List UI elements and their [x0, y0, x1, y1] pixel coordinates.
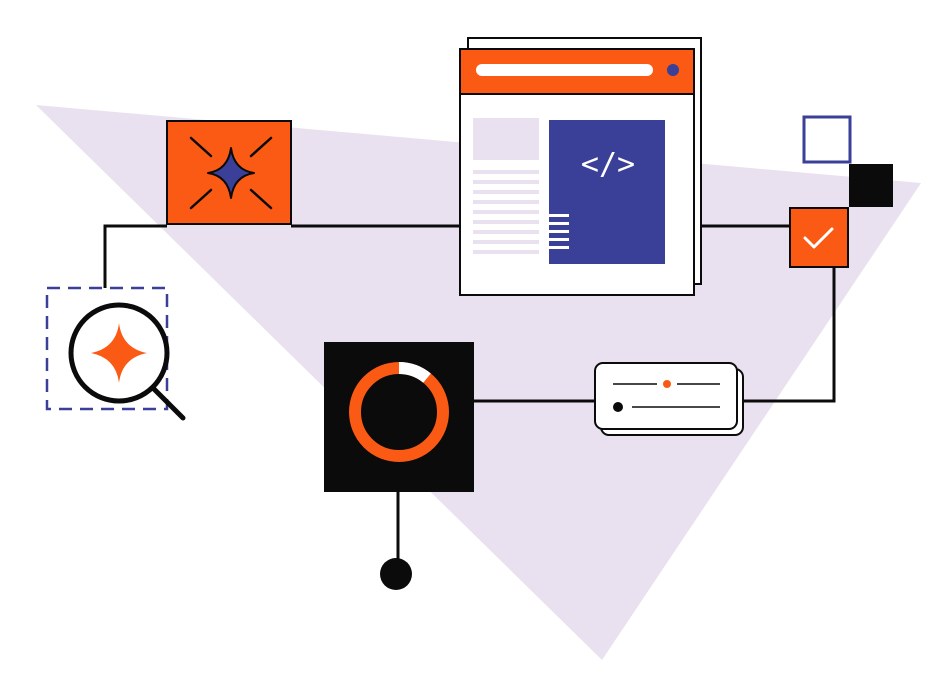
- sparkle-card: [166, 120, 292, 225]
- sparkle-rays: [189, 136, 273, 210]
- slider-card: [594, 362, 744, 436]
- progress-ring-icon: [398, 362, 431, 383]
- progress-card: [324, 342, 474, 492]
- sparkle-icon: [207, 147, 255, 199]
- slider-orange-knob: [663, 380, 671, 388]
- black-square: [849, 164, 893, 207]
- slider-black-knob: [613, 402, 623, 412]
- code-panel-lines: [549, 214, 569, 249]
- endpoint-dot: [380, 558, 412, 590]
- connector-search-to-sparkle: [103, 224, 167, 288]
- code-icon: </>: [581, 147, 635, 182]
- code-panel: [549, 120, 665, 264]
- checkbox-cluster: [789, 115, 893, 268]
- code-window-text-lines: [473, 170, 539, 254]
- connector-lines: [103, 224, 836, 570]
- slider-card-icon: [613, 380, 720, 412]
- checkmark-icon: [803, 227, 834, 249]
- magnifier-sparkle-icon: [91, 323, 147, 383]
- empty-outline-square: [802, 115, 852, 164]
- code-window-status-dot: [667, 64, 679, 76]
- checked-box: [789, 207, 849, 268]
- connector-check-to-card: [740, 268, 836, 403]
- code-window-image-placeholder: [473, 118, 539, 160]
- code-window: </>: [459, 37, 702, 296]
- code-window-address-bar: [476, 64, 653, 76]
- search-box: [45, 286, 186, 421]
- slider-card-front: [594, 362, 738, 430]
- magnifier-icon: [68, 302, 186, 421]
